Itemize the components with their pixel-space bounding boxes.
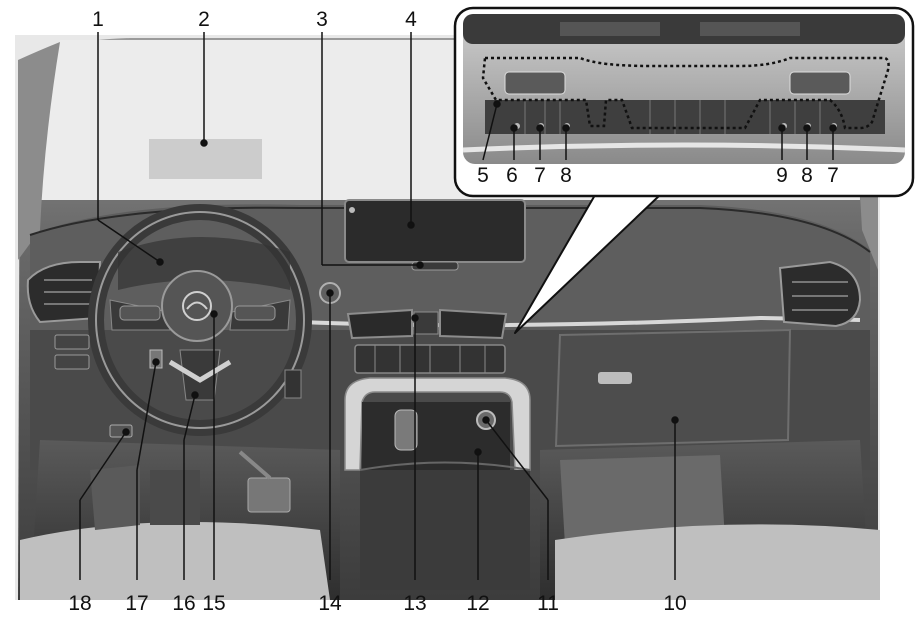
callout-7a: 7 <box>534 164 546 187</box>
callout-12: 12 <box>466 592 489 615</box>
callout-3: 3 <box>316 8 328 31</box>
brake-pedal <box>247 477 291 513</box>
callout-numbers: 1 2 3 4 5 6 7 8 9 8 7 10 11 12 13 14 15 … <box>68 8 839 615</box>
right-air-vent <box>778 260 862 328</box>
callout-6: 6 <box>506 164 518 187</box>
callout-15: 15 <box>202 592 225 615</box>
center-display <box>344 199 526 263</box>
callout-1: 1 <box>92 8 104 31</box>
callout-4: 4 <box>405 8 417 31</box>
leader-lines <box>79 32 837 580</box>
left-air-vent <box>26 261 102 324</box>
climate-control-panel <box>354 344 506 374</box>
inset-detail-view <box>453 6 915 198</box>
callout-17: 17 <box>125 592 148 615</box>
steering-wheel <box>88 204 312 436</box>
callout-8b: 8 <box>801 164 813 187</box>
callout-2: 2 <box>198 8 210 31</box>
callout-9: 9 <box>776 164 788 187</box>
callout-14: 14 <box>318 592 342 615</box>
center-console <box>344 377 531 590</box>
callout-7b: 7 <box>827 164 839 187</box>
callout-11: 11 <box>537 592 559 615</box>
callout-10: 10 <box>663 592 686 615</box>
callout-16: 16 <box>172 592 195 615</box>
floor-and-seats <box>20 440 880 600</box>
callout-5: 5 <box>477 164 489 187</box>
glove-box <box>554 328 792 448</box>
callout-13: 13 <box>403 592 426 615</box>
callout-8a: 8 <box>560 164 572 187</box>
center-air-vents <box>346 308 508 340</box>
callout-18: 18 <box>68 592 91 615</box>
